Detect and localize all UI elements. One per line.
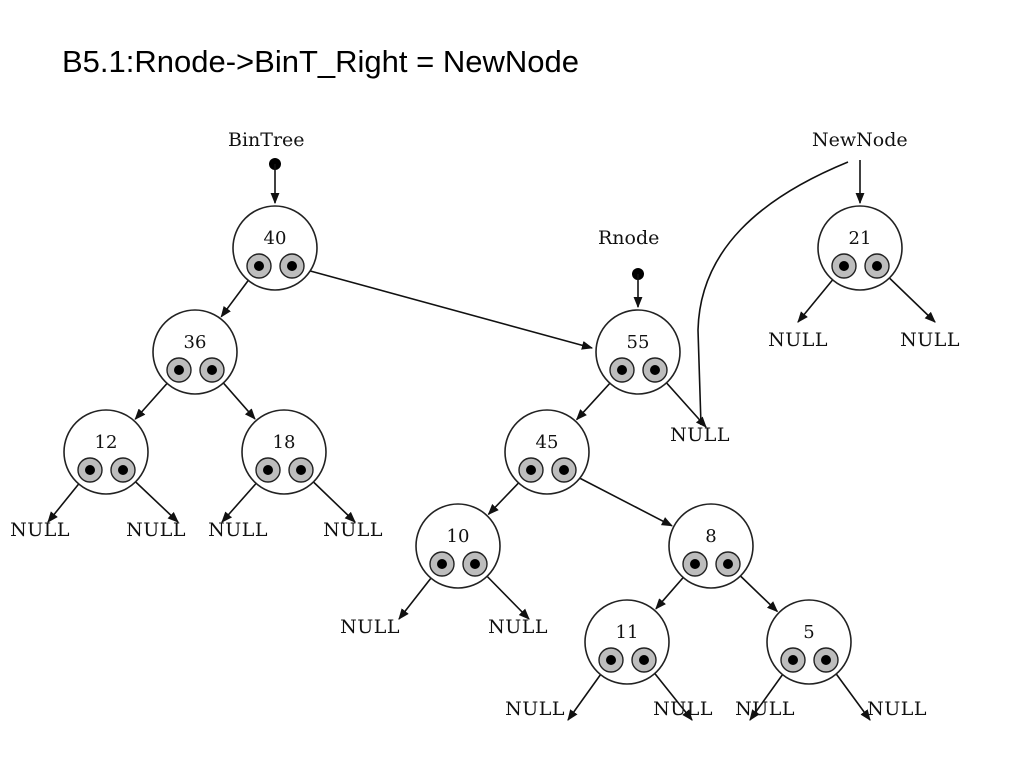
null-label: NULL — [488, 616, 548, 638]
tree-node: 8 — [668, 503, 754, 589]
node-value: 5 — [803, 622, 814, 643]
node-value: 40 — [264, 228, 287, 249]
pointer-dot — [470, 559, 480, 569]
null-label: NULL — [340, 616, 400, 638]
pointer-dot — [788, 655, 798, 665]
child-pointer-arrow — [563, 469, 673, 527]
pointer-dot — [287, 261, 297, 271]
tree-node: 45 — [504, 409, 590, 495]
pointer-dot — [85, 465, 95, 475]
pointer-dot — [690, 559, 700, 569]
pointer-dot — [821, 655, 831, 665]
node-value: 45 — [536, 432, 559, 453]
null-label: NULL — [10, 519, 70, 541]
null-label: NULL — [505, 698, 565, 720]
tree-node: 36 — [152, 309, 238, 395]
null-label: NULL — [653, 698, 713, 720]
null-label: NULL — [735, 698, 795, 720]
slide-title: B5.1:Rnode->BinT_Right = NewNode — [62, 44, 579, 79]
pointer-dot — [639, 655, 649, 665]
null-label: NULL — [126, 519, 186, 541]
pointer-dot — [650, 365, 660, 375]
null-label: NULL — [323, 519, 383, 541]
node-value: 18 — [273, 432, 296, 453]
pointer-dot — [526, 465, 536, 475]
tree-node: 55 — [595, 309, 681, 395]
pointer-dot — [254, 261, 264, 271]
pointer-label-bintree: BinTree — [228, 129, 305, 151]
node-value: 36 — [184, 332, 207, 353]
pointer-dot — [207, 365, 217, 375]
pointer-dot — [174, 365, 184, 375]
pointer-dot — [437, 559, 447, 569]
pointer-dot — [839, 261, 849, 271]
newnode-link-curve — [697, 161, 849, 426]
pointer-dot — [559, 465, 569, 475]
null-label: NULL — [768, 329, 828, 351]
pointer-dot — [118, 465, 128, 475]
pointer-dot — [617, 365, 627, 375]
pointer-dot — [723, 559, 733, 569]
null-label: NULL — [208, 519, 268, 541]
tree-node: 12 — [63, 409, 149, 495]
node-value: 8 — [705, 526, 716, 547]
tree-node: 21 — [817, 205, 903, 291]
pointer-dot — [296, 465, 306, 475]
child-pointer-arrow — [291, 265, 594, 350]
tree-node: 18 — [241, 409, 327, 495]
node-value: 21 — [849, 228, 872, 249]
pointer-label-rnode: Rnode — [598, 227, 659, 249]
tree-node: 11 — [584, 599, 670, 685]
pointer-dot — [606, 655, 616, 665]
node-value: 55 — [627, 332, 650, 353]
null-label: NULL — [867, 698, 927, 720]
node-value: 10 — [447, 526, 470, 547]
tree-node: 10 — [415, 503, 501, 589]
tree-node: 40 — [232, 205, 318, 291]
tree-node: 5 — [766, 599, 852, 685]
null-label: NULL — [670, 424, 730, 446]
node-value: 11 — [616, 622, 639, 643]
pointer-dot — [263, 465, 273, 475]
node-value: 12 — [95, 432, 118, 453]
pointer-dot — [872, 261, 882, 271]
pointer-label-newnode: NewNode — [812, 129, 908, 151]
null-label: NULL — [900, 329, 960, 351]
